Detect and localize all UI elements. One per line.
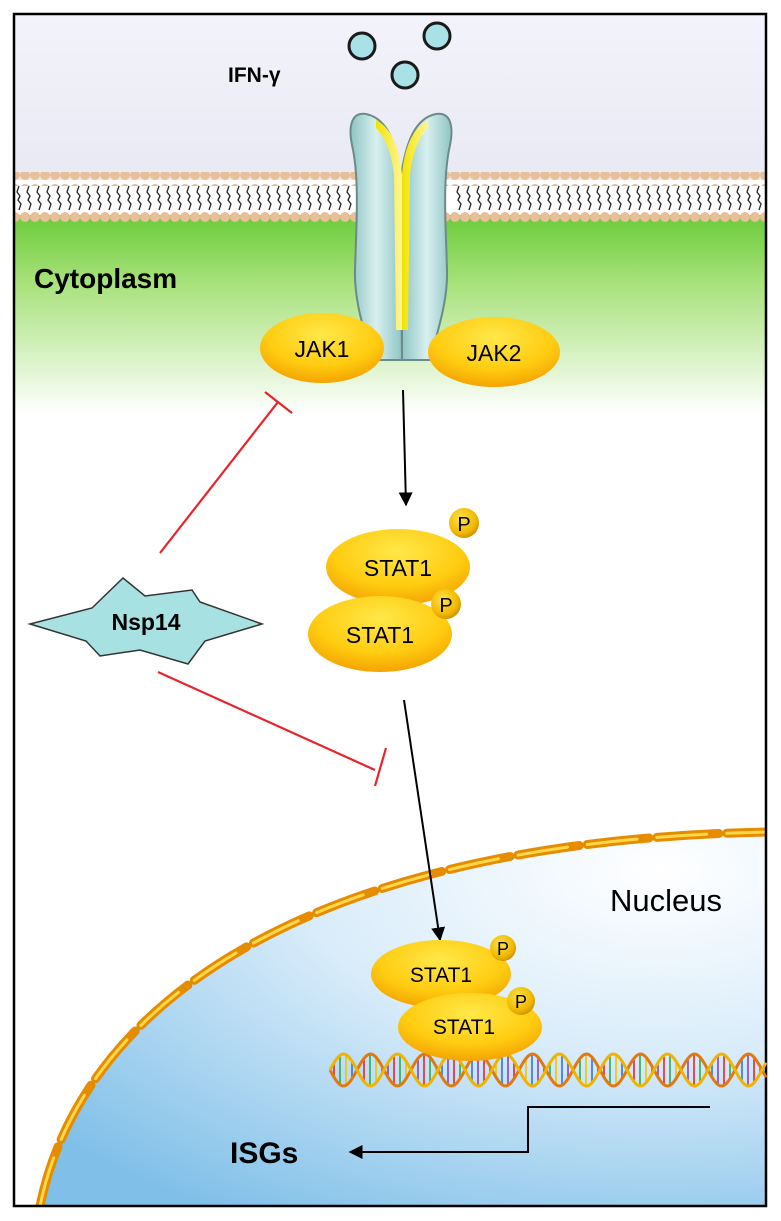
- jak1-label: JAK1: [295, 336, 350, 362]
- phosphate-group: [449, 508, 479, 538]
- ligand-molecule: [347, 31, 377, 61]
- translocation-arrow: [403, 699, 446, 942]
- stat1-protein: [371, 940, 511, 1008]
- figure-frame: [12, 12, 768, 1208]
- phosphate-label: P: [439, 595, 452, 617]
- phosphate-label: P: [457, 514, 470, 536]
- activation-arrow: [398, 389, 413, 507]
- stat1-protein: [326, 529, 470, 605]
- phosphate-group: [431, 589, 461, 619]
- inhibition-of-jak1: [159, 391, 293, 554]
- phosphate-label: P: [497, 939, 509, 959]
- inhibition-of-stat1-translocation: [157, 670, 388, 787]
- ligand-molecule: [390, 60, 420, 90]
- jak2-label: JAK2: [467, 340, 522, 366]
- ifn-gamma-receptor: [349, 112, 453, 361]
- phosphate-label: P: [515, 992, 527, 1012]
- stat1-label: STAT1: [410, 964, 472, 987]
- stat1-dimer-cytoplasm: P STAT1 P STAT1: [308, 508, 479, 672]
- transcription-arrow: [348, 1106, 710, 1159]
- nsp14-label: Nsp14: [111, 609, 180, 635]
- stat1-protein: [398, 993, 542, 1061]
- phosphate-group: [490, 935, 516, 961]
- ligand-label: IFN-γ: [228, 64, 281, 87]
- nsp14-star: [27, 576, 265, 665]
- stat1-label: STAT1: [346, 622, 414, 648]
- cytoplasm-label: Cytoplasm: [34, 263, 177, 294]
- stat1-dimer-nucleus: P STAT1 P STAT1: [371, 935, 542, 1061]
- stat1-label: STAT1: [364, 555, 432, 581]
- isgs-label: ISGs: [230, 1137, 298, 1170]
- stat1-label: STAT1: [433, 1016, 495, 1039]
- nucleus-label: Nucleus: [610, 883, 722, 918]
- ligand-molecule: [422, 21, 452, 51]
- ifn-gamma-ligands: [347, 21, 452, 90]
- stat1-protein: [308, 596, 452, 672]
- phosphate-group: [507, 987, 535, 1015]
- jak1-protein: [260, 313, 384, 383]
- jak2-protein: [428, 317, 560, 387]
